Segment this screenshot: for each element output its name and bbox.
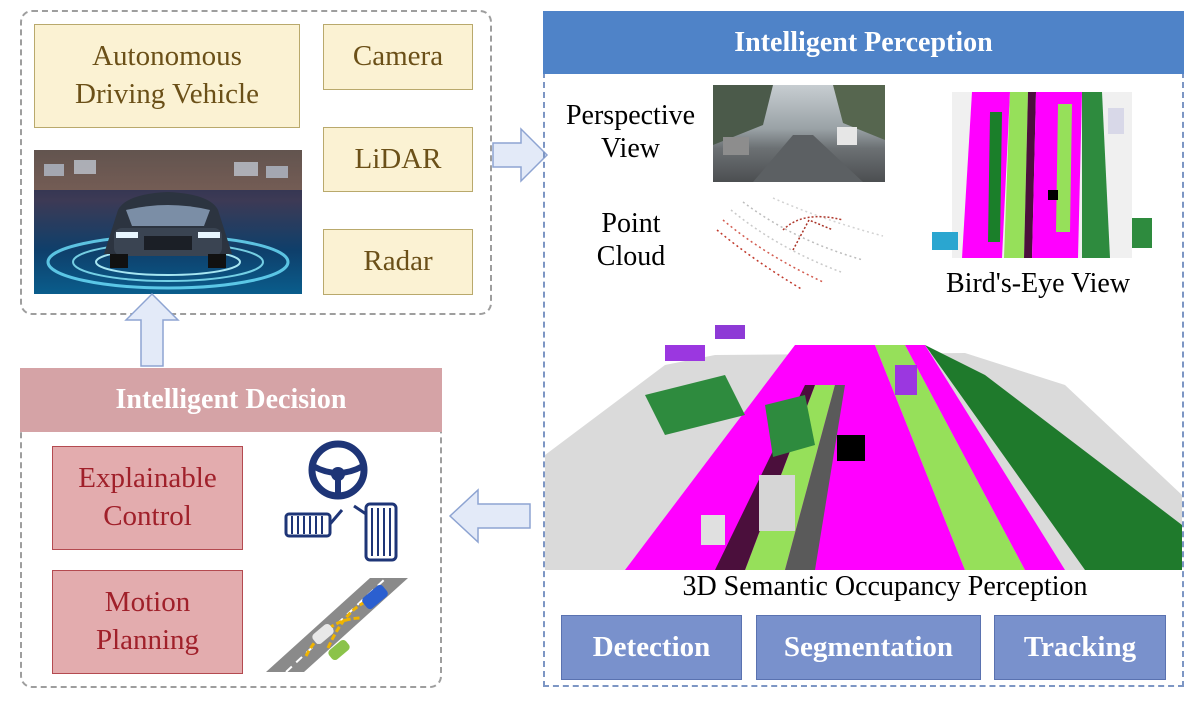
road-photo [713,85,885,182]
vehicle-label: Autonomous Driving Vehicle [75,40,259,110]
bev-label: Bird's-Eye View [946,268,1131,299]
segmentation-task: Segmentation [756,615,981,680]
sensor-box-lidar: LiDAR [323,127,473,192]
segmentation-label: Segmentation [783,631,954,663]
perception-header: Intelligent Perception [543,11,1184,74]
perception-title: Intelligent Perception [734,26,993,58]
decision-panel [20,368,442,688]
vehicle-panel [20,10,492,315]
point-cloud-label: Point Cloud [596,208,666,273]
detection-task: Detection [561,615,742,680]
point-cloud-image [716,197,884,291]
decision-title: Intelligent Decision [115,384,347,415]
sensor-box-camera: Camera [323,24,473,90]
motion-planning-icon [266,577,408,673]
sensor-label-lidar: LiDAR [354,142,442,175]
explainable-control-box: Explainable Control [52,446,243,550]
sensor-label-radar: Radar [363,245,433,278]
car-photo [34,150,302,294]
vehicle-label-box: Autonomous Driving Vehicle [34,24,300,128]
detection-label: Detection [592,631,711,663]
tracking-label: Tracking [1023,631,1137,663]
bev-occupancy-image [932,92,1152,258]
arrow-up-icon [124,292,180,367]
sensor-label-camera: Camera [352,40,444,73]
decision-header: Intelligent Decision [20,368,442,432]
perspective-view-label: Perspective View [565,100,696,165]
sensor-box-radar: Radar [323,229,473,295]
motion-planning-box: Motion Planning [52,570,243,674]
occupancy-3d-image [545,325,1182,570]
explainable-control-label: Explainable Control [78,462,217,532]
steering-pedals-icon [284,440,398,562]
arrow-left-icon [448,488,531,544]
arrow-right-icon [492,127,549,183]
tracking-task: Tracking [994,615,1166,680]
perception-panel [543,72,1184,687]
occupancy-label: 3D Semantic Occupancy Perception [682,571,1088,602]
motion-planning-label: Motion Planning [95,586,200,656]
